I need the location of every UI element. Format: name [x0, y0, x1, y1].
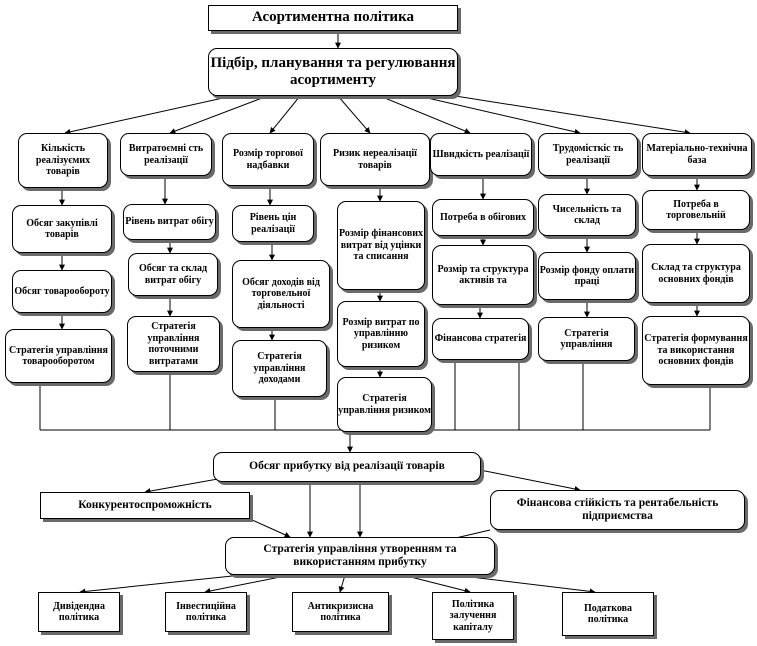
- node-c5-fin-strategy: Фінансова стратегія: [432, 318, 529, 360]
- node-c2-strategy: Стратегія управління поточними витратами: [127, 316, 220, 372]
- node-c6-strategy: Стратегія управління: [538, 317, 635, 361]
- node-c3-strategy: Стратегія управління доходами: [232, 340, 327, 397]
- node-anticrisis-policy: Антикризисна політика: [292, 592, 389, 632]
- node-c3-income: Обсяг доходів від торговельної діяльност…: [232, 260, 330, 328]
- node-c1: Кількість реалізуємих товарів: [18, 133, 108, 188]
- arrow-main-c6: [409, 93, 581, 135]
- node-c1-turnover: Обсяг товарообороту: [12, 270, 112, 313]
- node-c2-cost-level: Рівень витрат обігу: [123, 204, 216, 240]
- node-c6: Трудомісткіс ть реалізації: [538, 133, 638, 176]
- node-capital-policy: Політика залучення капіталу: [432, 592, 514, 640]
- node-c1-purchases: Обсяг закупівлі товарів: [12, 205, 112, 253]
- node-selection-planning: Підбір, планування та регулювання асорти…: [208, 48, 458, 96]
- node-c3: Розмір торгової надбавки: [222, 133, 314, 186]
- arrow-main-c5: [379, 95, 471, 134]
- node-c7: Матеріально-технічна база: [642, 133, 752, 176]
- node-c3-price-level: Рівень цін реалізації: [232, 205, 314, 242]
- node-c5-assets: Розмір та структура активів та: [432, 245, 534, 305]
- node-profit-strategy: Стратегія управління утворенням та викор…: [225, 537, 495, 575]
- node-investment-policy: Інвестиційна політика: [165, 592, 247, 632]
- node-competitiveness: Конкурентоспроможність: [40, 492, 250, 519]
- node-profit-volume: Обсяг прибутку від реалізації товарів: [213, 452, 481, 482]
- node-c2-cost-volume: Обсяг та склад витрат обігу: [128, 253, 218, 296]
- node-c6-wage-fund: Розмір фонду оплати праці: [538, 252, 636, 300]
- node-tax-policy: Податкова політика: [562, 592, 654, 636]
- node-dividend-policy: Дивідендна політика: [38, 592, 120, 632]
- node-c7-need: Потреба в торговельній: [642, 190, 750, 230]
- node-c7-strategy: Стратегія формування та використання осн…: [642, 316, 750, 385]
- node-c4-writeoff-costs: Розмір фінансових витрат від уцінки та с…: [337, 201, 425, 290]
- node-c6-staff: Чисельність та склад: [538, 194, 636, 236]
- node-financial-stability: Фінансова стійкість та рентабельність пі…: [490, 490, 745, 530]
- node-c5: Швидкість реалізації: [430, 133, 532, 176]
- node-c5-working-capital: Потреба в обігових: [432, 199, 534, 236]
- arrow-main-c3: [269, 95, 301, 134]
- node-c7-fixed-assets: Склад та структура основних фондів: [642, 244, 750, 303]
- node-c2: Витратоємні сть реалізації: [120, 133, 212, 176]
- node-c4-strategy: Стратегія управління ризиком: [337, 377, 432, 432]
- node-c1-strategy: Стратегія управління товарооборотом: [5, 329, 112, 383]
- arrow-main-c4: [337, 95, 371, 134]
- node-assortment-policy: Асортиментна політика: [208, 5, 458, 31]
- arrow-main-c2: [169, 94, 271, 134]
- arrow-main-c7: [429, 91, 691, 136]
- arrow-main-c1: [64, 91, 251, 135]
- node-c4: Ризик нереалізації товарів: [320, 133, 430, 186]
- node-c4-risk-costs: Розмір витрат по управлінню ризиком: [337, 301, 425, 367]
